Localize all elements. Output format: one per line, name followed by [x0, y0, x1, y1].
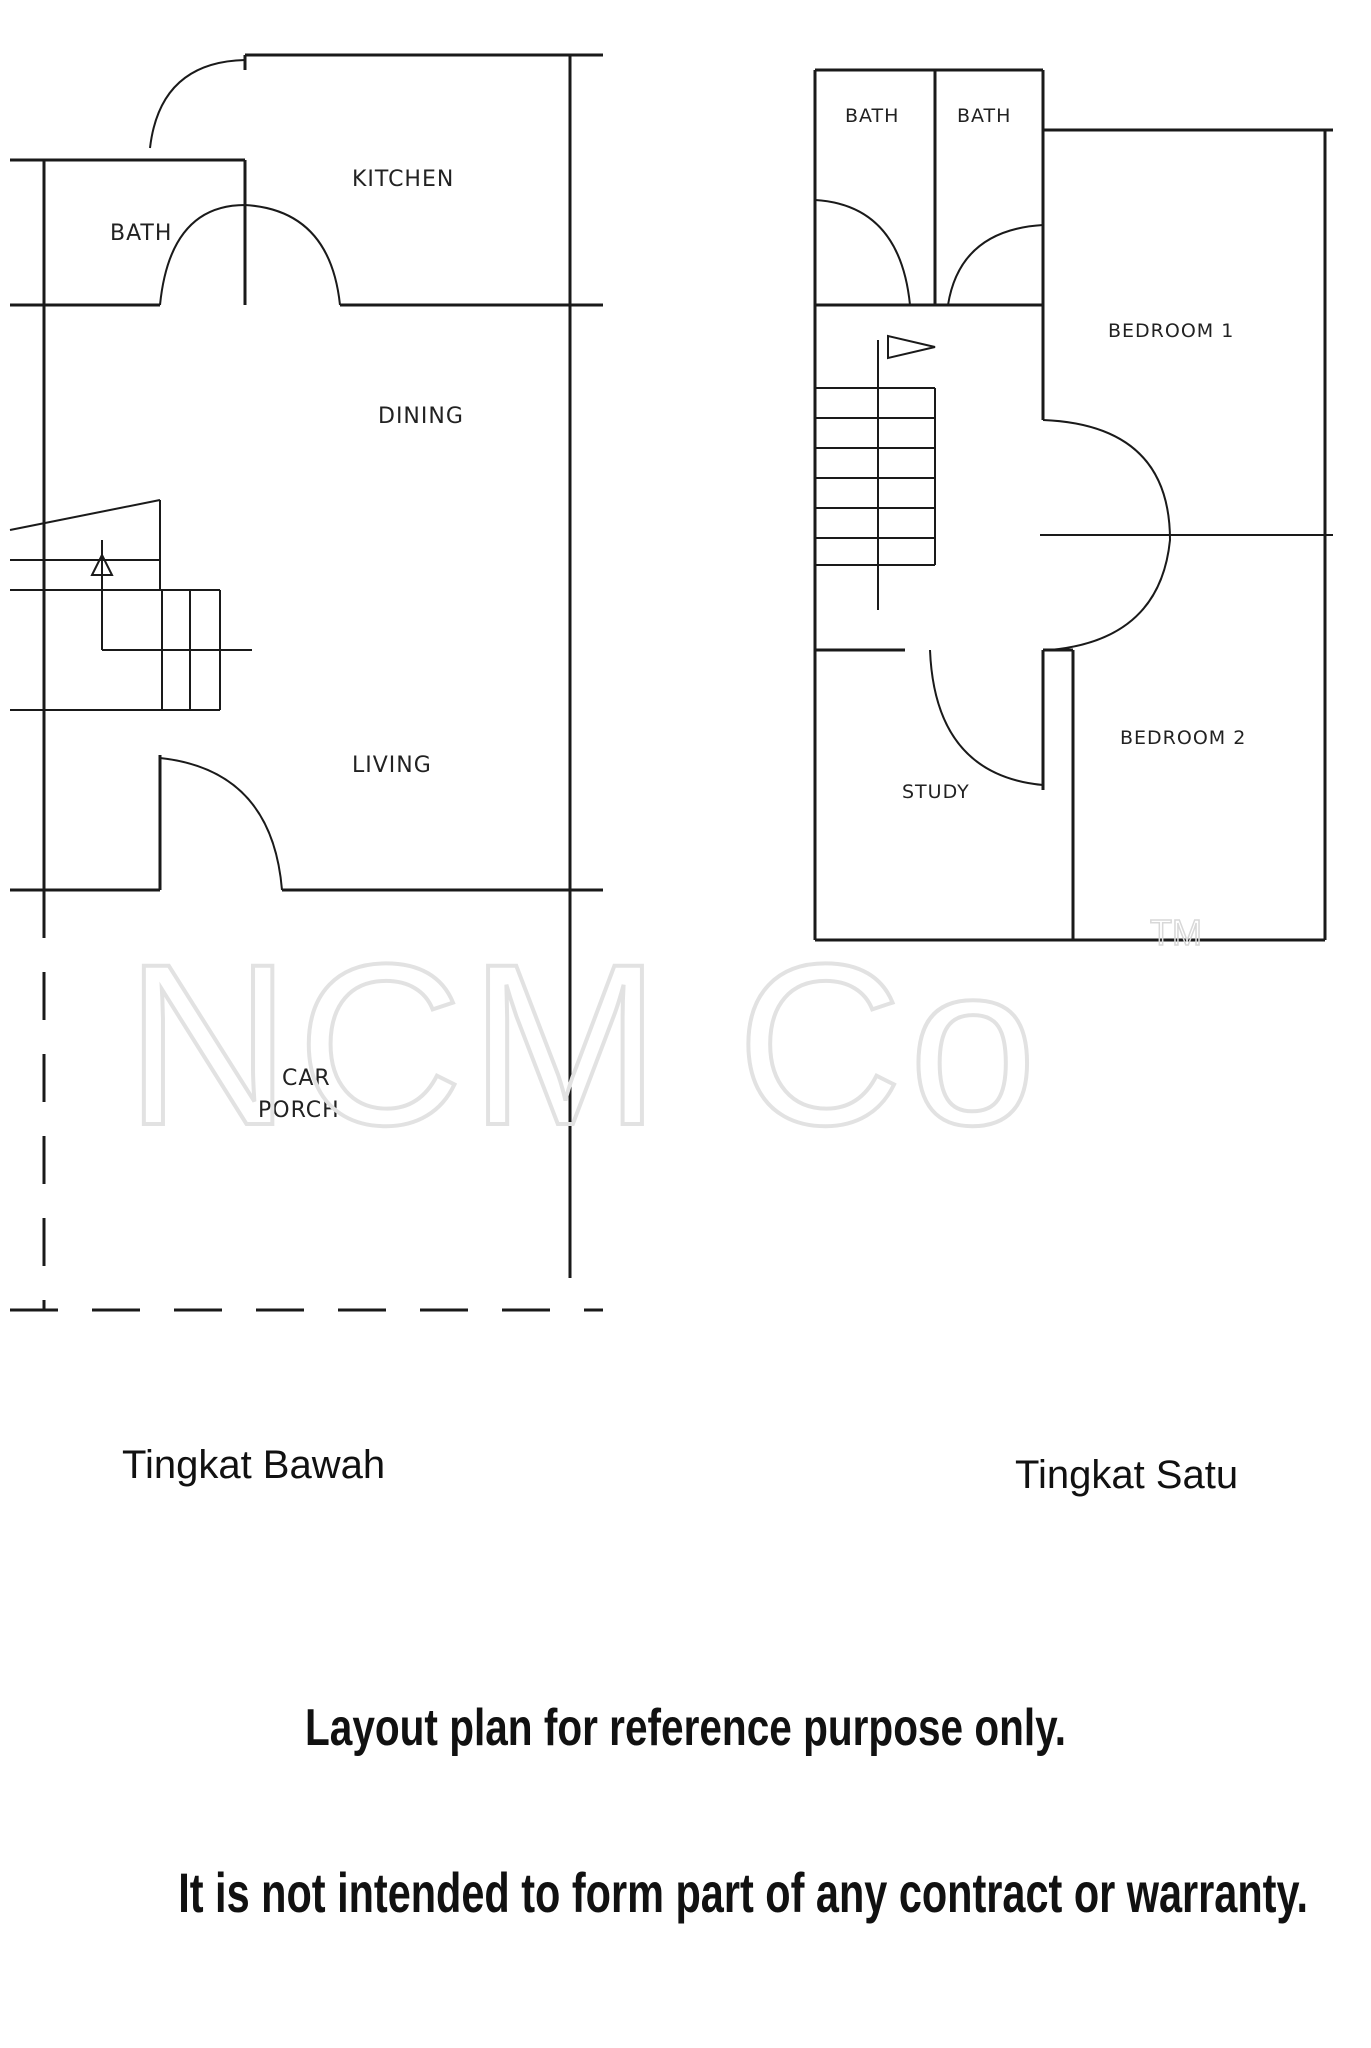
stair-up-arrow-icon-2: [887, 334, 936, 360]
watermark-tm: TM: [1150, 912, 1202, 953]
bath-1-label: BATH: [845, 105, 899, 127]
kitchen-label: KITCHEN: [352, 167, 454, 192]
bath-door-arc: [159, 203, 341, 306]
ground-bath-label: BATH: [110, 221, 172, 246]
living-door-arc: [159, 757, 283, 891]
bedroom-2-label: BEDROOM 2: [1120, 727, 1246, 749]
ground-floor-caption: Tingkat Bawah: [122, 1443, 385, 1487]
porch-label: PORCH: [258, 1098, 340, 1123]
disclaimer-line-2: It is not intended to form part of any c…: [178, 1861, 1308, 1924]
first-floor-staircase: [815, 334, 936, 610]
study-label: STUDY: [902, 781, 970, 803]
study-door-arc: [929, 649, 1044, 786]
ground-floor-plan: KITCHEN BATH DINING LIVING CAR PORCH: [9, 53, 603, 1312]
stair-up-arrow-icon: [90, 552, 114, 576]
bath1-door-arc: [814, 199, 911, 306]
bedroom-1-label: BEDROOM 1: [1108, 320, 1234, 342]
first-floor-plan: BATH BATH BEDROOM 1 BEDROOM 2 STUDY: [813, 68, 1333, 942]
car-label: CAR: [282, 1066, 331, 1091]
bedroom-door-arc: [1042, 419, 1172, 651]
first-floor-caption: Tingkat Satu: [1015, 1453, 1238, 1497]
bath2-door-arc: [947, 224, 1044, 306]
ground-floor-staircase: [9, 499, 252, 711]
bath-2-label: BATH: [957, 105, 1011, 127]
ncm-co-watermark: NCM Co TM: [123, 911, 1203, 1175]
kitchen-door-arc: [149, 59, 246, 149]
living-label: LIVING: [352, 753, 432, 778]
dining-label: DINING: [378, 404, 464, 429]
disclaimer-line-1: Layout plan for reference purpose only.: [304, 1699, 1067, 1757]
watermark-text: NCM Co: [125, 916, 1043, 1173]
